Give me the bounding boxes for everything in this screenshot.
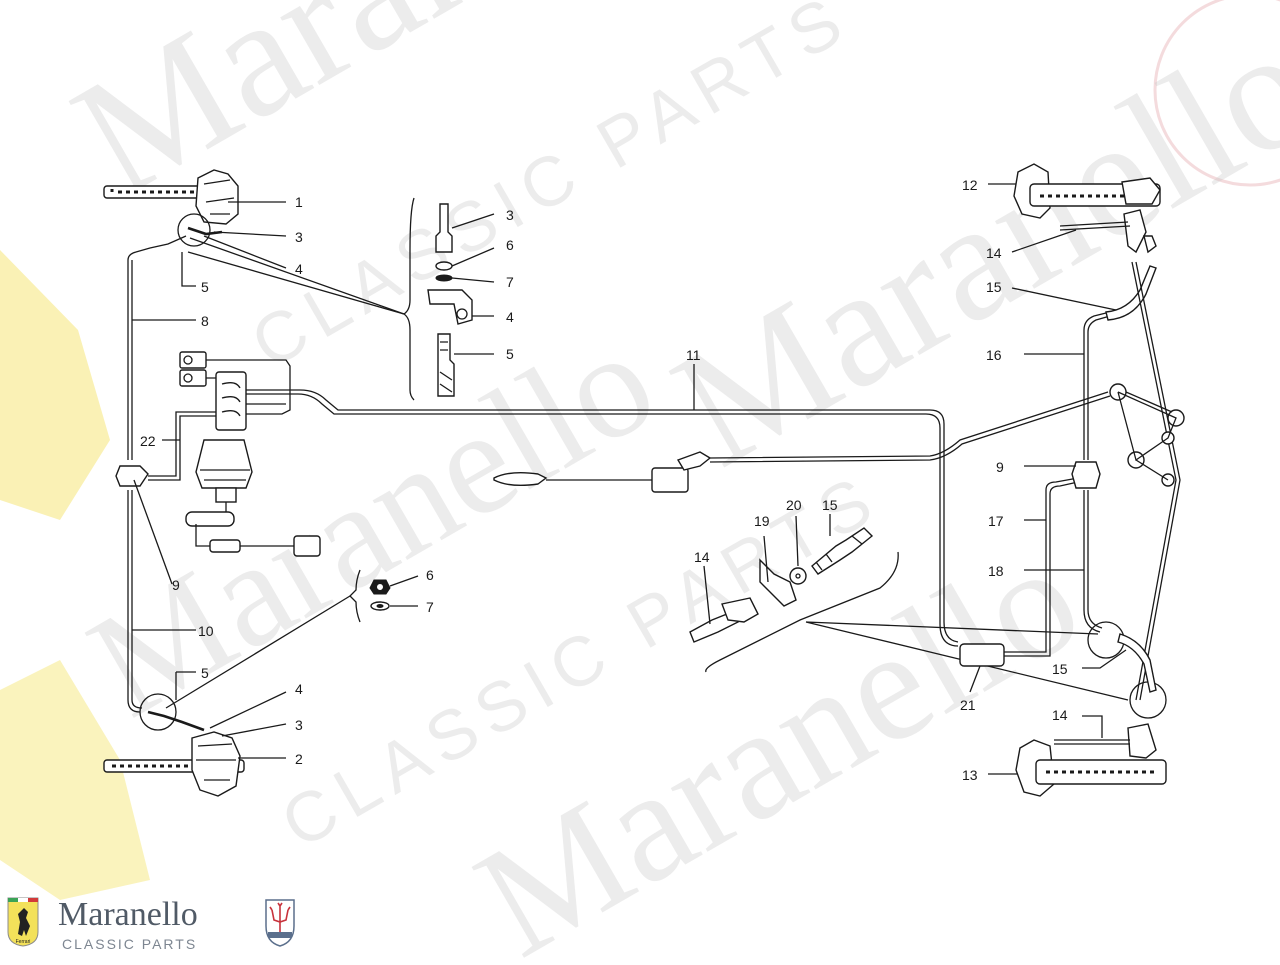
label-22: 22 bbox=[140, 433, 156, 449]
label-1: 1 bbox=[295, 194, 303, 210]
inset-label-20: 20 bbox=[786, 497, 802, 513]
master-cylinder bbox=[216, 372, 246, 430]
rear-tee-fitting bbox=[1072, 462, 1100, 488]
label-5-bottom: 5 bbox=[201, 665, 209, 681]
brake-pedal-pad bbox=[294, 536, 320, 556]
trident-badge-icon bbox=[260, 898, 300, 948]
label-14-bottom: 14 bbox=[1052, 707, 1068, 723]
label-18: 18 bbox=[988, 563, 1004, 579]
label-17: 17 bbox=[988, 513, 1004, 529]
label-9-right: 9 bbox=[996, 459, 1004, 475]
inset-hose-end bbox=[438, 334, 454, 396]
label-21: 21 bbox=[960, 697, 976, 713]
inset-bracket bbox=[428, 290, 472, 324]
front-right-caliper bbox=[192, 732, 240, 796]
label-4-bottom: 4 bbox=[295, 681, 303, 697]
inset-label-14: 14 bbox=[694, 549, 710, 565]
rear-detail-circle-lower bbox=[1130, 682, 1166, 718]
inset-label-5: 5 bbox=[506, 346, 514, 362]
label-16: 16 bbox=[986, 347, 1002, 363]
inset-label-3: 3 bbox=[506, 207, 514, 223]
label-10: 10 bbox=[198, 623, 214, 639]
pedal-rod bbox=[210, 540, 240, 552]
label-11: 11 bbox=[686, 347, 701, 363]
front-tee-fitting bbox=[116, 466, 148, 486]
inset-label-4: 4 bbox=[506, 309, 514, 325]
handbrake-lever-base bbox=[652, 468, 688, 492]
label-15-top: 15 bbox=[986, 279, 1002, 295]
inset-nut bbox=[436, 275, 452, 281]
label-15-bottom: 15 bbox=[1052, 661, 1068, 677]
nut-label-7: 7 bbox=[426, 599, 434, 615]
corner-flag-yellow-top bbox=[0, 250, 110, 520]
servo-booster bbox=[196, 440, 252, 488]
label-9-left: 9 bbox=[172, 577, 180, 593]
label-4-top: 4 bbox=[295, 261, 303, 277]
label-12: 12 bbox=[962, 177, 978, 193]
label-14-top: 14 bbox=[986, 245, 1002, 261]
handbrake-grip bbox=[494, 473, 546, 486]
label-8: 8 bbox=[201, 313, 209, 329]
inset-label-15: 15 bbox=[822, 497, 838, 513]
nut-label-6: 6 bbox=[426, 567, 434, 583]
brand-tagline: CLASSIC PARTS bbox=[62, 936, 197, 952]
shield-logo-text: Ferrari bbox=[16, 939, 31, 945]
pedal-lever bbox=[186, 512, 234, 526]
prancing-horse-shield-icon: Ferrari bbox=[6, 896, 40, 948]
brand-footer: Ferrari Maranello CLASSIC PARTS bbox=[4, 892, 304, 954]
label-2: 2 bbox=[295, 751, 303, 767]
inset-label-19: 19 bbox=[754, 513, 770, 529]
brand-name: Maranello bbox=[58, 896, 198, 934]
label-13: 13 bbox=[962, 767, 978, 783]
pressure-valve-body bbox=[960, 644, 1004, 666]
label-5-top: 5 bbox=[201, 279, 209, 295]
inset-washer bbox=[436, 262, 452, 270]
label-3-top: 3 bbox=[295, 229, 303, 245]
label-3-bottom: 3 bbox=[295, 717, 303, 733]
inset-label-6: 6 bbox=[506, 237, 514, 253]
inset-label-7: 7 bbox=[506, 274, 514, 290]
